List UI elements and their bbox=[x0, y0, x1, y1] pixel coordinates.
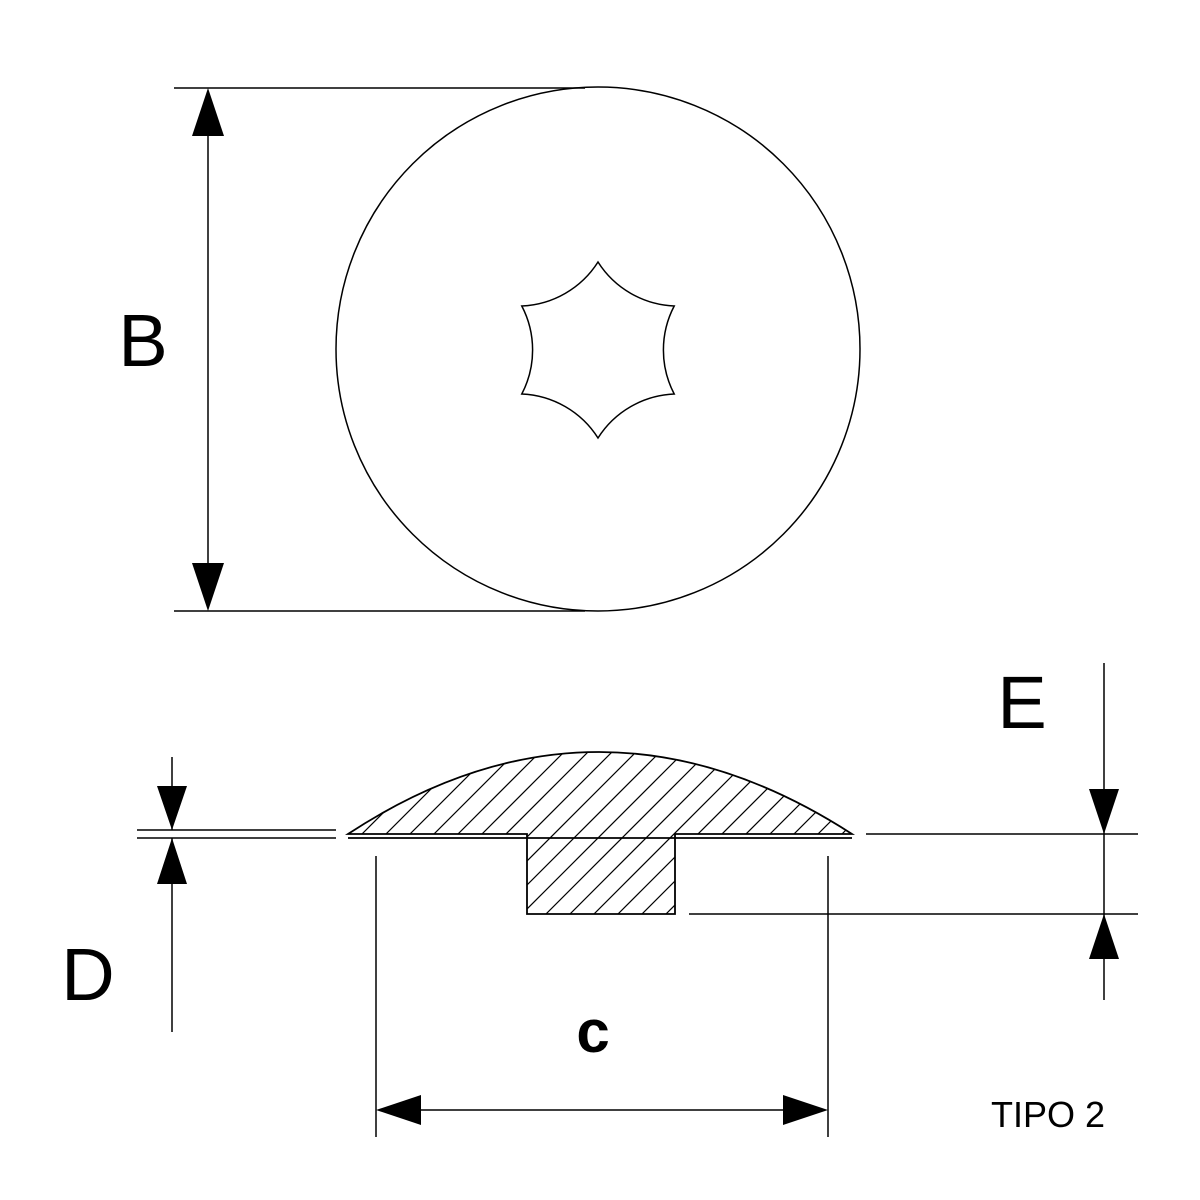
arrow-d-bottom bbox=[157, 838, 187, 884]
arrow-e-top bbox=[1089, 789, 1119, 834]
hatch-line bbox=[348, 752, 525, 914]
hatch-line bbox=[483, 752, 852, 914]
hatch-line bbox=[348, 752, 549, 914]
dimension-e: E bbox=[689, 661, 1138, 1000]
hatch-line bbox=[747, 752, 852, 914]
hatch-line bbox=[387, 752, 789, 914]
arrow-c-left bbox=[376, 1095, 421, 1125]
hatch-line bbox=[723, 752, 852, 914]
arrow-e-bottom bbox=[1089, 914, 1119, 959]
hatch-line bbox=[699, 752, 852, 914]
hatch-line bbox=[435, 752, 837, 914]
hatch-line bbox=[348, 752, 717, 914]
dimension-c: c bbox=[375, 856, 829, 1137]
hatch-line bbox=[363, 752, 765, 914]
hatch-line bbox=[348, 752, 645, 914]
dimension-d: D bbox=[61, 757, 336, 1032]
hatch-line bbox=[603, 752, 852, 914]
hatch-line bbox=[531, 752, 852, 914]
label-c: c bbox=[576, 998, 609, 1065]
hatch-line bbox=[411, 752, 813, 914]
section-hatching bbox=[348, 752, 852, 914]
arrow-b-top bbox=[192, 88, 224, 136]
arrow-d-top bbox=[157, 786, 187, 830]
hatch-line bbox=[579, 752, 852, 914]
hatch-line bbox=[348, 752, 621, 914]
hatch-line bbox=[555, 752, 852, 914]
hatch-line bbox=[675, 752, 852, 914]
hatch-line bbox=[348, 752, 597, 914]
top-view bbox=[335, 86, 861, 612]
label-d: D bbox=[61, 933, 114, 1016]
section-view bbox=[344, 751, 856, 915]
cap-section-outline bbox=[344, 751, 856, 915]
hatch-line bbox=[348, 752, 693, 914]
hatch-line bbox=[348, 752, 573, 914]
dimension-b: B bbox=[118, 87, 585, 612]
hatch-line bbox=[507, 752, 852, 914]
hatch-line bbox=[348, 752, 741, 914]
label-b: B bbox=[118, 299, 167, 382]
hatch-line bbox=[795, 752, 852, 914]
type-label: TIPO 2 bbox=[991, 1094, 1105, 1135]
arrow-b-bottom bbox=[192, 563, 224, 611]
cap-outline-circle bbox=[335, 86, 861, 612]
arrow-c-right bbox=[783, 1095, 828, 1125]
hatch-line bbox=[348, 752, 501, 914]
label-e: E bbox=[997, 661, 1046, 744]
hexalobular-recess bbox=[520, 260, 676, 440]
hatch-line bbox=[651, 752, 852, 914]
hatch-line bbox=[348, 752, 669, 914]
hatch-line bbox=[459, 752, 852, 914]
